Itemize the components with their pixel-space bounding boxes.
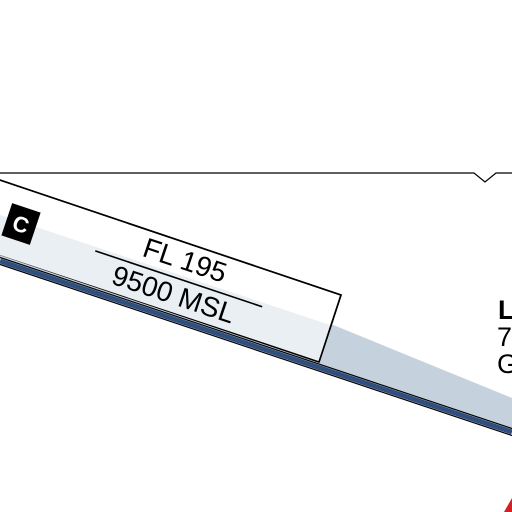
altitude-divider xyxy=(95,250,263,308)
red-route-fragment xyxy=(504,498,512,512)
side-label-line2: 7 xyxy=(497,322,512,352)
airspace-label-box-tint xyxy=(0,215,330,361)
side-label-line1: L xyxy=(498,295,512,325)
airspace-label-box-outline xyxy=(0,179,343,363)
airspace-class-letter: C xyxy=(9,210,32,239)
airspace-boundary-black-bottom xyxy=(0,263,512,437)
airspace-boundary-blue xyxy=(0,258,512,435)
top-boundary-line xyxy=(0,172,512,183)
side-label-line3: G xyxy=(497,349,512,379)
airspace-class-badge: C xyxy=(1,203,41,245)
airspace-boundary-black-top xyxy=(0,256,512,430)
